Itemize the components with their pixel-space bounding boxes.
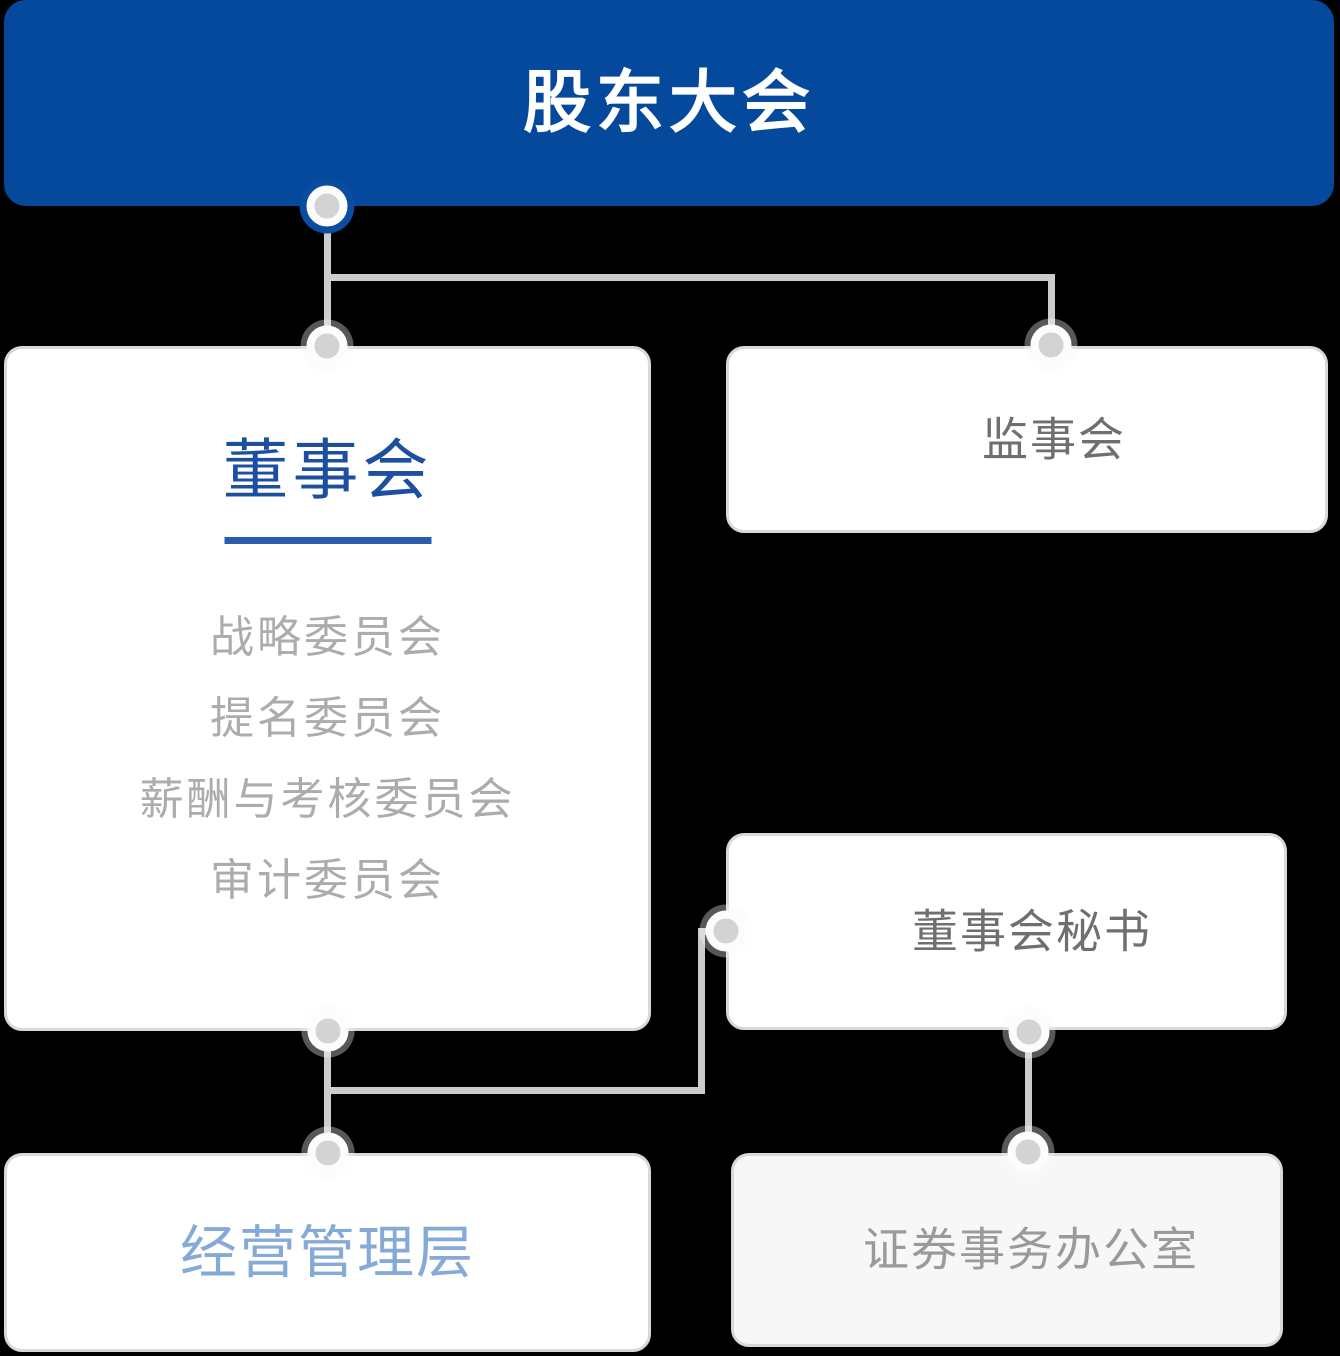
supervisory-board-card: 监事会 [726,346,1328,533]
board-secretary-card: 董事会秘书 [726,833,1287,1030]
node-board-top [306,325,348,367]
management-card: 经营管理层 [4,1153,651,1352]
connector-board-branch-to-secretary-horizontal [328,1087,702,1094]
board-of-directors-title: 董事会 [222,433,433,507]
connector-board-to-management [324,1031,331,1153]
connector-branch-to-secretary-vertical [698,928,705,1094]
board-of-directors-card: 董事会 战略委员会 提名委员会 薪酬与考核委员会 审计委员会 [4,346,651,1031]
shareholders-meeting-banner: 股东大会 [4,0,1334,206]
node-secretary-bottom [1008,1011,1050,1053]
committee-item-nomination: 提名委员会 [210,694,445,743]
management-label: 经营管理层 [180,1220,475,1285]
committee-item-strategy: 战略委员会 [210,613,445,662]
supervisory-board-label: 监事会 [982,412,1126,465]
committee-item-remuneration-assessment: 薪酬与考核委员会 [139,775,516,824]
securities-affairs-office-label: 证券事务办公室 [863,1223,1199,1276]
board-committees-list: 战略委员会 提名委员会 薪酬与考核委员会 审计委员会 [7,597,648,921]
connector-secretary-to-securities-office [1025,1032,1032,1152]
shareholders-meeting-label: 股东大会 [522,65,815,141]
node-management-top [307,1132,349,1174]
node-securities-office-top [1007,1131,1049,1173]
node-board-bottom [307,1010,349,1052]
board-secretary-label: 董事会秘书 [912,904,1152,957]
board-title-divider [224,537,431,544]
connector-branch-to-supervisors [1048,274,1055,345]
node-secretary-left [705,910,747,952]
connector-shareholders-branch-horizontal [324,274,1054,281]
committee-item-audit: 审计委员会 [210,856,445,905]
node-supervisors-top [1030,324,1072,366]
node-shareholders-bottom [306,185,348,227]
securities-affairs-office-card: 证券事务办公室 [731,1153,1283,1347]
